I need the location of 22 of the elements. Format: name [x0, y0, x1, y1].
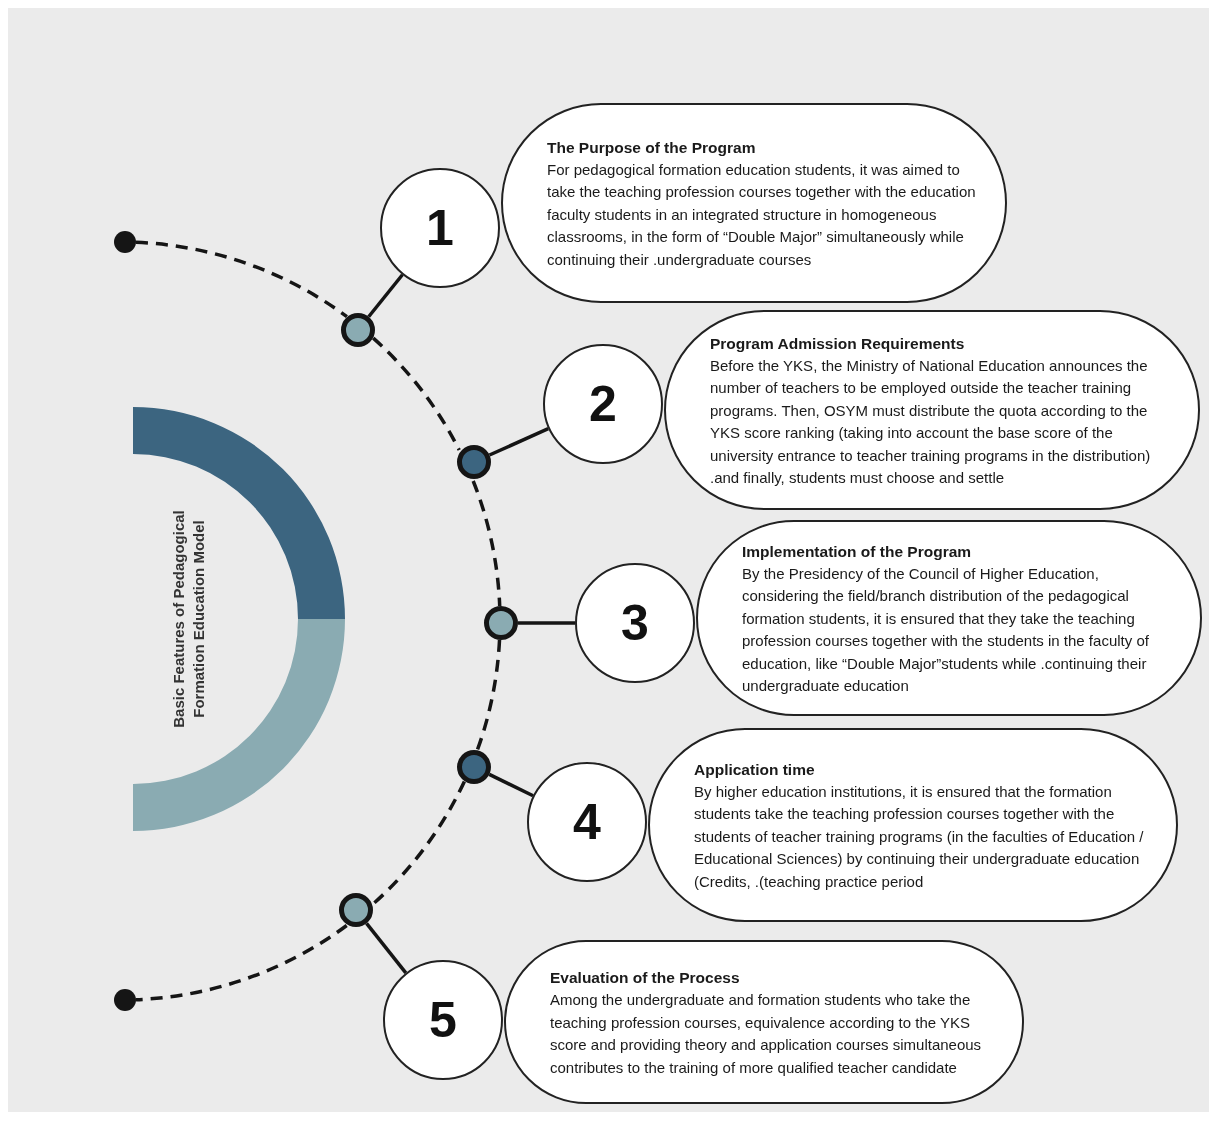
pill-text: Among the undergraduate and formation students who take the teaching profession courses, equivalence according to the YKS score and providing theory and application courses simultaneous contributes to the training of more qualified teacher candidate [550, 990, 983, 1078]
pill-heading: Evaluation of the Process [550, 968, 741, 988]
pill-text: For pedagogical formation education students, it was aimed to take the teaching profession courses together with the education faculty students in an integrated structure in homogeneous classrooms, in the form of “Double Major” simultaneously while continuing their .undergraduate courses [547, 159, 977, 270]
vertical-title: Basic Features of Pedagogical Formation Education Model [169, 509, 208, 730]
connector-line [367, 273, 404, 318]
dashed-arc [475, 639, 502, 751]
connector-line [488, 772, 534, 798]
pill-text: By higher education institutions, it is ensured that the formation students take the teaching profession courses together with the students of teacher training programs (in the faculties of Education / Educational Sciences) by continuing their undergraduate education (Credits, .(teaching practice period [694, 781, 1145, 892]
pill-text: By the Presidency of the Council of Higher Education, considering the field/branch distribution of the pedagogical formation students, it is ensured that they take the teaching profession courses together with the students in the faculty of education, like “Double Major”students while .continuing their undergraduate education [742, 563, 1150, 696]
connector-line [488, 427, 549, 457]
pill-heading: The Purpose of the Program [547, 137, 757, 158]
pill-heading: Application time [694, 759, 816, 780]
dashed-arc [471, 480, 502, 607]
dashed-arc [135, 240, 348, 319]
dashed-arc [372, 336, 461, 451]
pill-heading: Implementation of the Program [742, 541, 973, 562]
connector-line [365, 922, 408, 975]
dashed-arc [371, 780, 466, 906]
connector-line [518, 621, 575, 625]
pill-heading: Program Admission Requirements [710, 333, 966, 354]
dashed-arc [135, 924, 348, 1002]
pill-text: Before the YKS, the Ministry of National Education announces the number of teachers to be employed outside the teacher training programs. Then, OSYM must distribute the quota according to the YKS score ranking (taking into account the base score of the university entrance to teacher training programs in the distribution) .and finally, students must choose and settle [710, 355, 1152, 488]
